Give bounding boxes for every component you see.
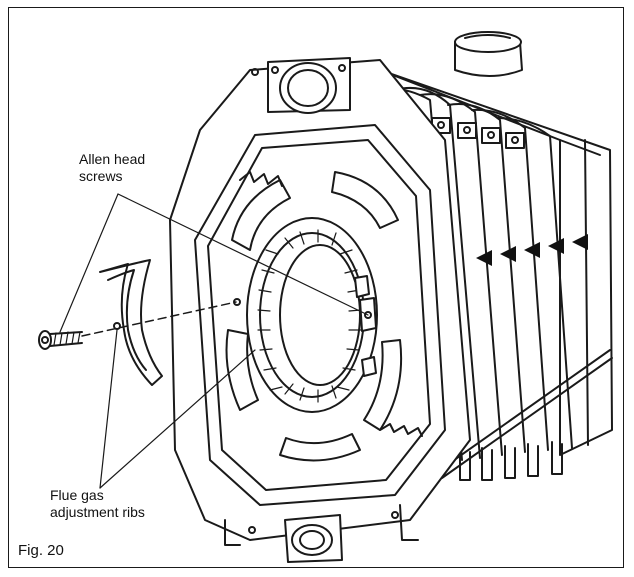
allen-screw [38,330,83,350]
screw-hole [233,298,241,306]
figure-frame [8,7,624,568]
flue-gas-ribs-label: Flue gas adjustment ribs [50,487,145,521]
flue-gas-ribs-label-line-2: adjustment ribs [50,504,145,520]
flue-gas-ribs-label-line-1: Flue gas [50,487,104,503]
allen-head-screws-label: Allen head screws [79,151,145,185]
figure-caption: Fig. 20 [18,542,64,559]
flow-arrows [476,234,588,266]
alignment-line [81,301,237,337]
allen-head-screws-label-line-1: Allen head [79,151,146,167]
allen-head-screws-label-line-2: screws [79,168,123,184]
flue-gas-rib-piece [99,259,163,386]
leader-lines [59,193,369,489]
top-flue-outlet [454,31,523,77]
combustion-chamber [246,217,423,437]
